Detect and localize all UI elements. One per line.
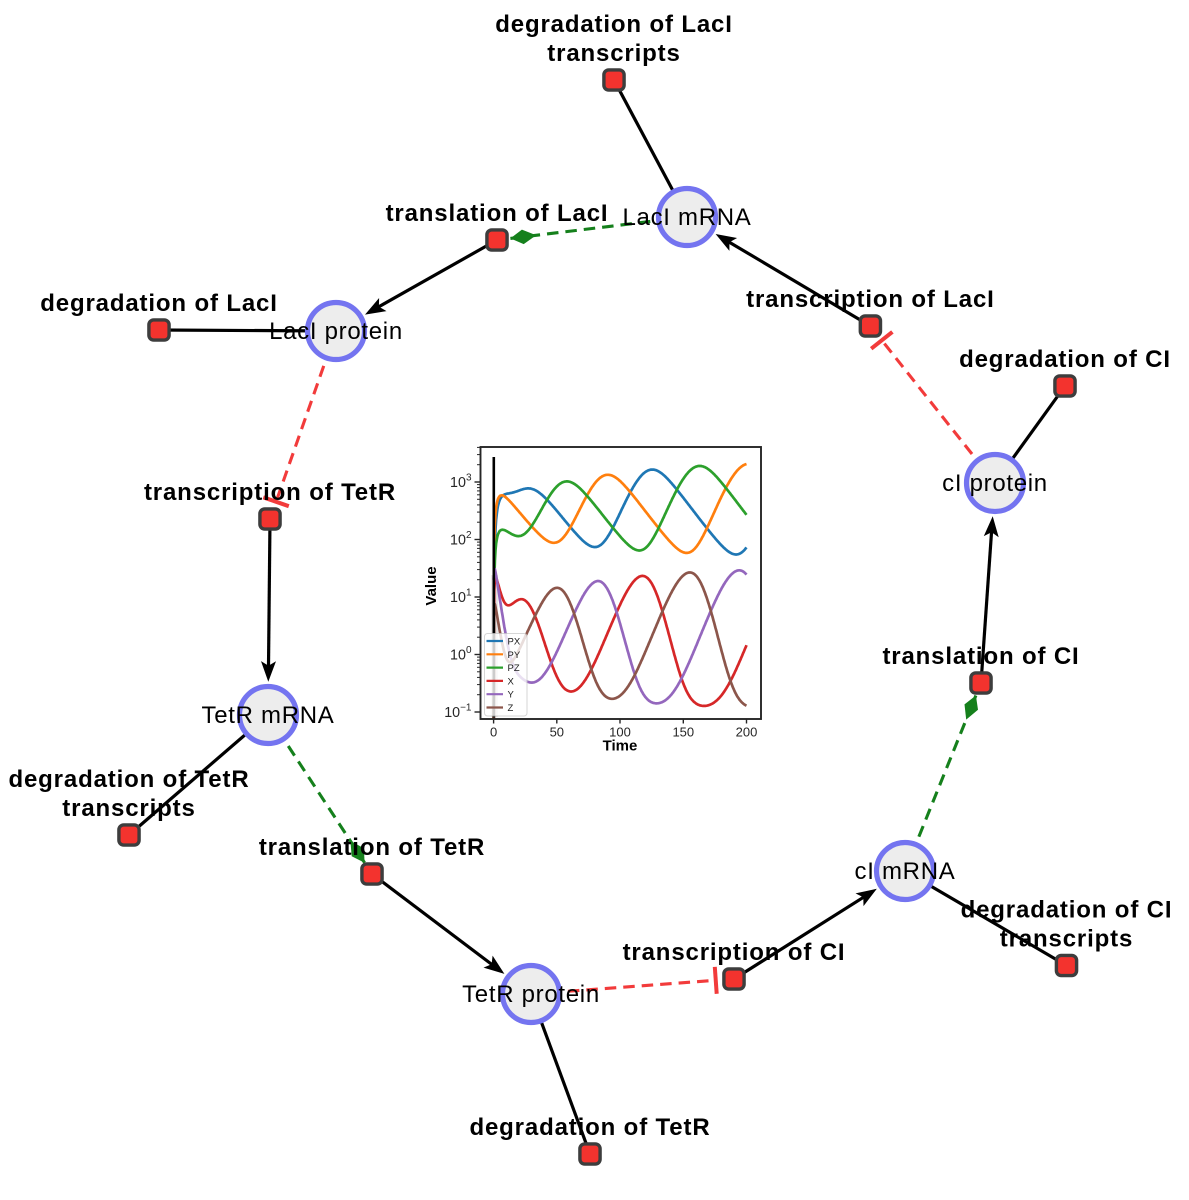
svg-text:150: 150 [672, 725, 694, 740]
svg-text:200: 200 [736, 725, 758, 740]
svg-text:100: 100 [450, 645, 472, 664]
svg-text:transcription of LacI: transcription of LacI [746, 286, 995, 313]
svg-text:degradation of TetR: degradation of TetR [469, 1114, 710, 1141]
svg-text:103: 103 [450, 473, 472, 492]
svg-text:Z: Z [508, 703, 514, 714]
svg-text:TetR mRNA: TetR mRNA [202, 702, 335, 729]
svg-text:X: X [508, 676, 515, 687]
svg-text:transcripts: transcripts [547, 40, 680, 67]
svg-text:cI mRNA: cI mRNA [855, 858, 956, 885]
svg-text:cI protein: cI protein [942, 470, 1048, 497]
svg-text:TetR protein: TetR protein [462, 981, 600, 1008]
svg-text:PY: PY [508, 650, 521, 661]
svg-text:translation of CI: translation of CI [882, 643, 1079, 670]
svg-text:transcription of TetR: transcription of TetR [144, 479, 396, 506]
svg-text:LacI mRNA: LacI mRNA [623, 204, 752, 231]
svg-text:10−1: 10−1 [444, 703, 472, 722]
svg-text:50: 50 [550, 725, 564, 740]
svg-text:101: 101 [450, 588, 472, 607]
svg-text:LacI protein: LacI protein [269, 318, 403, 345]
svg-text:0: 0 [490, 725, 497, 740]
svg-text:degradation of TetR: degradation of TetR [8, 766, 249, 793]
svg-text:transcription of CI: transcription of CI [623, 939, 846, 966]
svg-text:degradation of LacI: degradation of LacI [40, 290, 278, 317]
svg-text:Time: Time [603, 738, 638, 755]
svg-text:100: 100 [609, 725, 631, 740]
svg-text:102: 102 [450, 530, 472, 549]
svg-text:transcripts: transcripts [62, 795, 195, 822]
svg-text:degradation of CI: degradation of CI [961, 897, 1173, 924]
svg-text:degradation of CI: degradation of CI [959, 346, 1171, 373]
svg-text:transcripts: transcripts [1000, 926, 1133, 953]
svg-text:PX: PX [508, 637, 521, 648]
svg-text:Value: Value [423, 566, 440, 605]
svg-text:translation of TetR: translation of TetR [259, 834, 485, 861]
svg-text:translation of LacI: translation of LacI [386, 200, 609, 227]
svg-text:degradation of LacI: degradation of LacI [495, 11, 733, 38]
svg-text:Y: Y [508, 690, 515, 701]
svg-text:PZ: PZ [508, 663, 520, 674]
